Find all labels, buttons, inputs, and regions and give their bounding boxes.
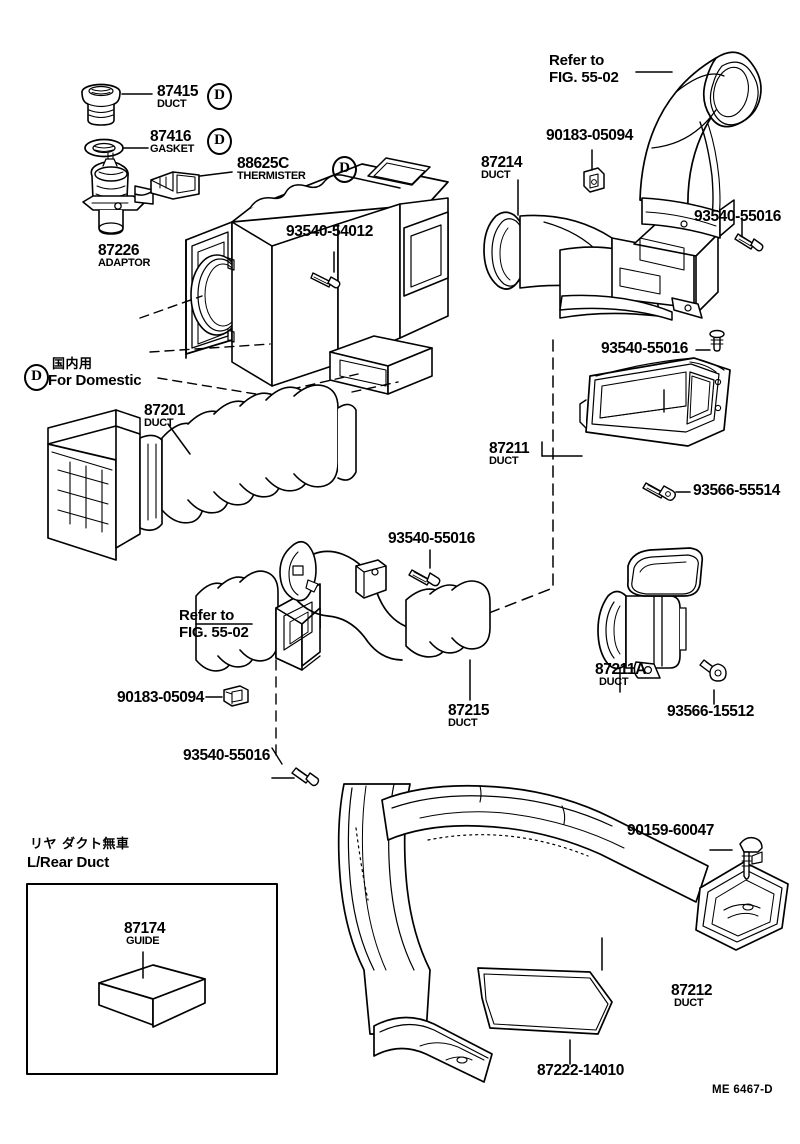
part-shape-87174 — [98, 964, 206, 1028]
part-label-87211A-number: 87211A — [595, 661, 647, 678]
part-label-87201-number: 87201 — [144, 402, 186, 419]
reference-note-top-line1: Refer to — [549, 52, 605, 69]
part-shape-upper-elbow — [639, 51, 762, 239]
part-shape-screw-90159-60047 — [739, 836, 763, 880]
part-label-87215-number: 87215 — [448, 702, 490, 719]
rear-duct-box-jp: リヤ ダクト無車 — [30, 837, 130, 852]
part-label-87201-desc: DUCT — [144, 417, 174, 429]
part-shape-screw-93540-54012 — [310, 272, 341, 289]
domestic-mark-87415: D — [207, 83, 232, 110]
part-label-87212-desc: DUCT — [674, 997, 704, 1009]
part-label-87226-desc: ADAPTOR — [98, 257, 151, 269]
part-label-93540-55016-bottom: 93540-55016 — [183, 747, 270, 764]
part-label-90159-60047: 90159-60047 — [627, 822, 714, 839]
part-shape-87214 — [483, 211, 719, 321]
part-shape-87201 — [47, 384, 357, 561]
part-label-87214-number: 87214 — [481, 154, 523, 171]
part-shape-87211A — [597, 547, 704, 679]
rear-duct-box-en: L/Rear Duct — [27, 854, 109, 871]
part-label-87211-desc: DUCT — [489, 455, 519, 467]
part-shape-screw-93540-55016-pipe — [408, 569, 441, 587]
part-label-93566-55514: 93566-55514 — [693, 482, 780, 499]
reference-note-top: Refer to FIG. 55-02 — [549, 52, 619, 87]
part-shape-screw-93540-55016-bottom — [291, 767, 320, 787]
part-shape-clip-90183-05094-upper — [583, 167, 605, 193]
part-label-87174-desc: GUIDE — [126, 935, 160, 947]
domestic-legend-en: For Domestic — [48, 372, 142, 389]
part-label-87226-number: 87226 — [98, 242, 140, 259]
part-label-90183-05094-lower: 90183-05094 — [117, 689, 204, 706]
part-shape-clip-90183-05094-lower — [223, 685, 249, 707]
part-shape-blower-case — [185, 157, 449, 395]
part-shape-87212 — [337, 783, 789, 1083]
part-shape-bolt-93566-55514 — [642, 482, 676, 501]
part-shape-87416 — [84, 138, 124, 158]
part-label-93566-15512: 93566-15512 — [667, 703, 754, 720]
part-label-93540-55016-pipe: 93540-55016 — [388, 530, 475, 547]
part-shape-88625C — [134, 171, 200, 200]
part-label-93540-55016-upper: 93540-55016 — [694, 208, 781, 225]
part-label-87415-desc: DUCT — [157, 98, 187, 110]
domestic-mark-88625C: D — [332, 156, 357, 183]
part-shape-87226 — [82, 152, 154, 235]
part-label-87211A-desc: DUCT — [599, 676, 629, 688]
part-label-87212-number: 87212 — [671, 982, 713, 999]
part-label-87415-number: 87415 — [157, 83, 199, 100]
part-shape-87222-14010 — [477, 967, 613, 1035]
part-label-87215-desc: DUCT — [448, 717, 478, 729]
dashed-leader-87211 — [470, 339, 554, 621]
sheet-code: ME 6467-D — [712, 1084, 773, 1096]
part-label-87416-number: 87416 — [150, 128, 192, 145]
part-shape-87415 — [81, 83, 121, 126]
reference-note-top-line2: FIG. 55-02 — [549, 68, 619, 86]
reference-note-left: Refer to FIG. 55-02 — [179, 607, 249, 642]
part-shape-bolt-93566-15512 — [699, 659, 727, 682]
part-label-87222-14010: 87222-14010 — [537, 1062, 624, 1079]
part-label-87214-desc: DUCT — [481, 169, 511, 181]
part-shape-screw-93540-55016-mid — [709, 329, 725, 352]
part-label-87416-desc: GASKET — [150, 143, 195, 155]
part-shape-87215 — [195, 540, 491, 672]
reference-note-left-line1: Refer to — [179, 607, 235, 624]
domestic-legend-mark: D — [24, 364, 49, 391]
reference-note-left-line2: FIG. 55-02 — [179, 623, 249, 641]
part-label-87174-number: 87174 — [124, 920, 166, 937]
part-shape-87211 — [579, 357, 731, 447]
part-label-87211-number: 87211 — [489, 440, 530, 457]
part-label-88625C-desc: THERMISTER — [237, 170, 306, 182]
part-label-93540-55016-mid: 93540-55016 — [601, 340, 688, 357]
domestic-mark-87416: D — [207, 128, 232, 155]
part-label-88625C-number: 88625C — [237, 155, 289, 172]
part-shape-screw-93540-55016-upper — [734, 233, 764, 252]
part-label-90183-05094-upper: 90183-05094 — [546, 127, 633, 144]
part-label-93540-54012: 93540-54012 — [286, 223, 373, 240]
domestic-legend-jp: 国内用 — [52, 357, 93, 372]
